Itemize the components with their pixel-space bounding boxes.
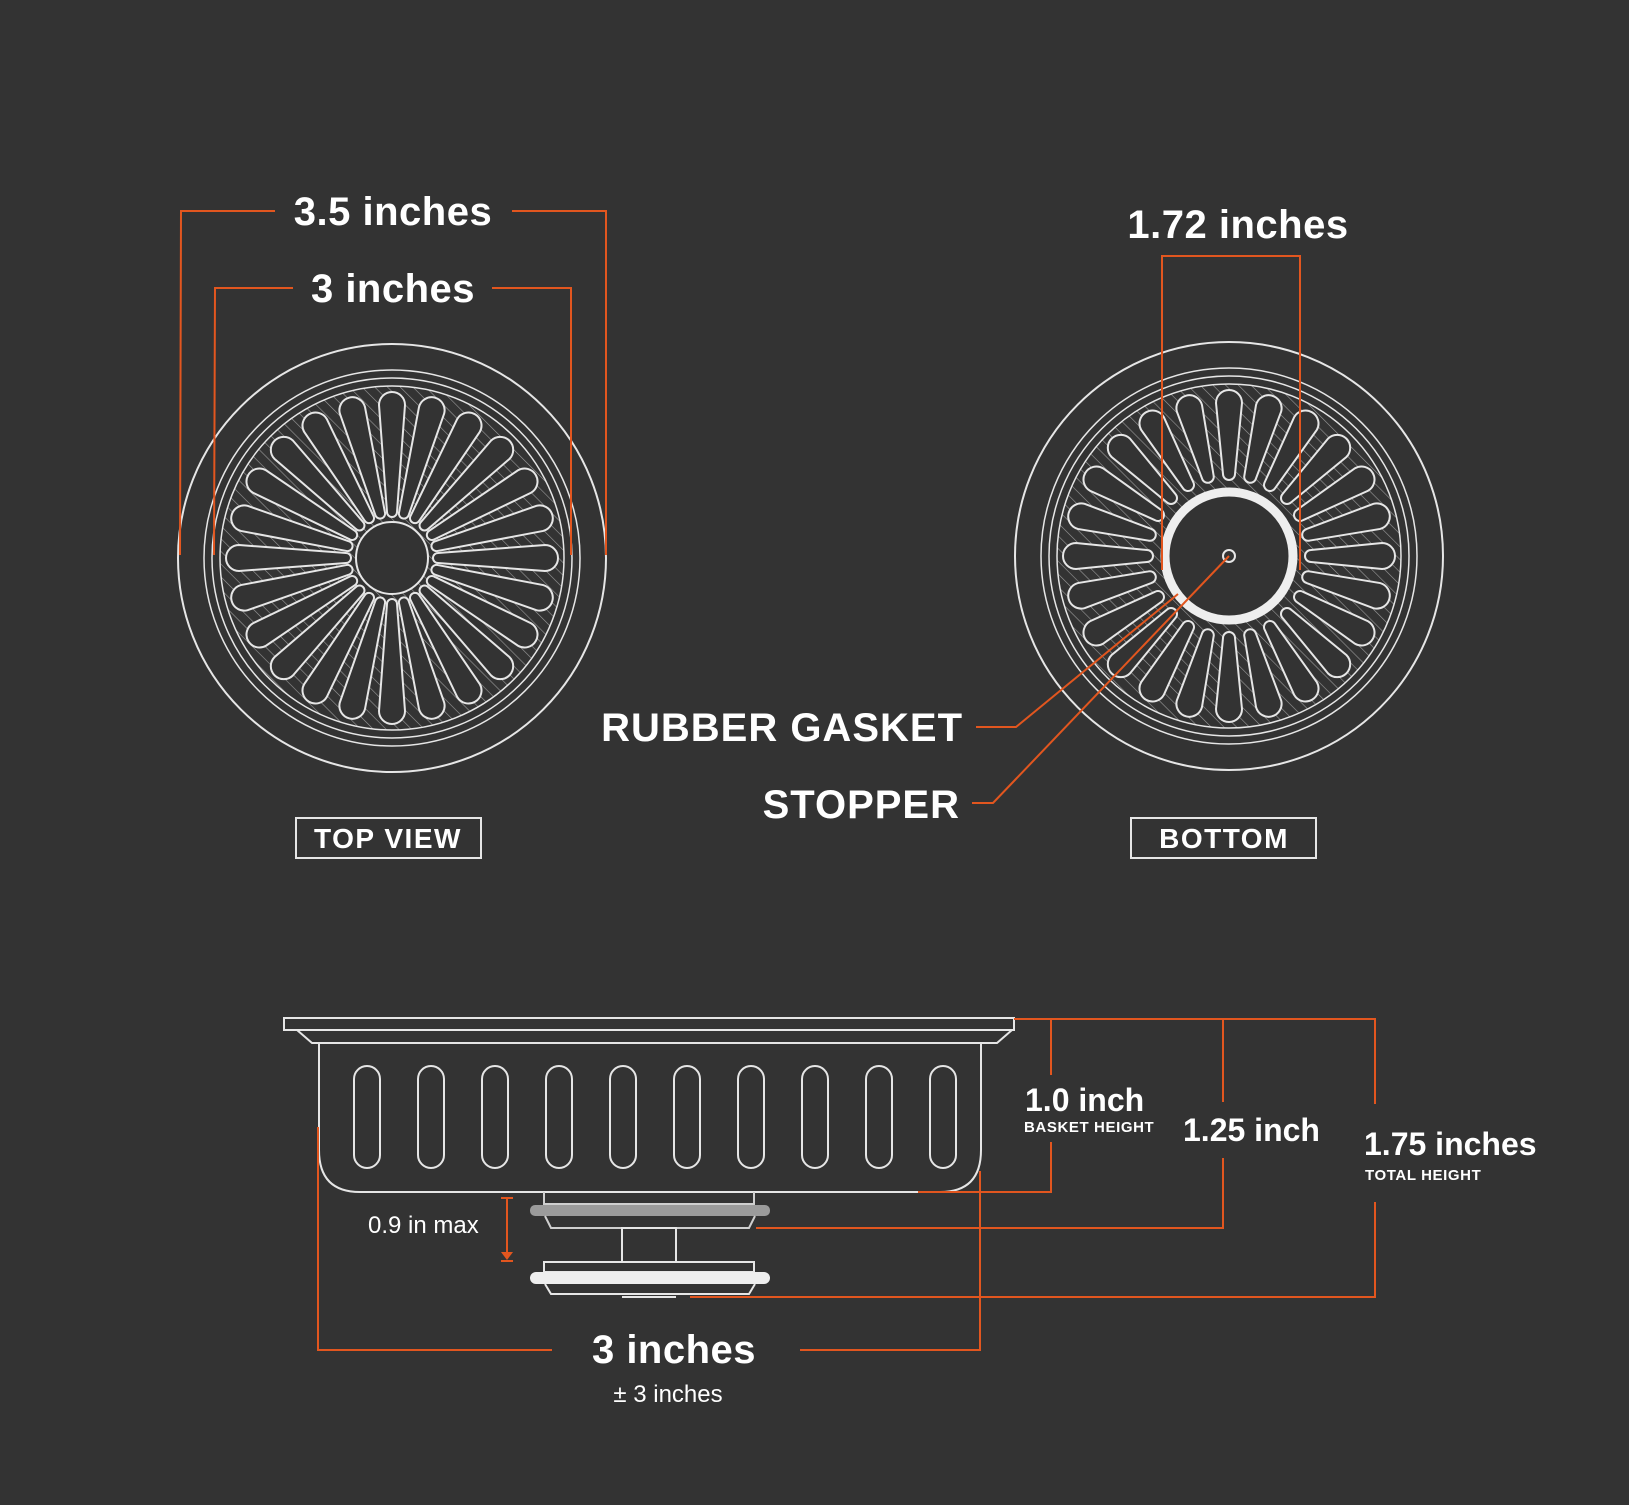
drain-slot <box>1243 394 1283 484</box>
drain-slot <box>1175 628 1215 718</box>
drain-slot <box>409 591 483 705</box>
drain-slot <box>1243 628 1283 718</box>
drain-slot <box>409 411 483 525</box>
drain-slot <box>1263 620 1320 703</box>
bottom-caption: BOTTOM <box>1159 823 1289 854</box>
stopper-diameter-label: 1.72 inches <box>1127 203 1348 247</box>
basket-side-slot <box>801 1065 829 1169</box>
side-view-drain-drawing <box>283 1017 1015 1298</box>
drain-slot <box>377 391 407 518</box>
basket-height-value: 1.0 inch <box>1025 1082 1144 1118</box>
basket-height-caption: BASKET HEIGHT <box>1024 1119 1154 1136</box>
drain-slot <box>230 563 354 612</box>
drain-slot <box>418 435 515 532</box>
drain-slot <box>1067 570 1157 610</box>
drain-slot <box>269 435 366 532</box>
top-view-caption-box: TOP VIEW <box>295 817 482 859</box>
total-height-value: 1.75 inches <box>1364 1126 1537 1162</box>
drain-slot <box>397 596 446 720</box>
outer-diameter-dimension: 3.5 inches <box>179 190 607 556</box>
inner-diameter-dimension: 3 inches <box>213 267 572 556</box>
drain-slot <box>432 543 559 573</box>
drain-slot <box>1214 389 1244 481</box>
drain-slot <box>430 563 554 612</box>
stopper-travel-dimension: 0.9 in max <box>368 1197 513 1262</box>
drain-slot <box>269 584 366 681</box>
drain-slot <box>1062 541 1154 571</box>
side-width-label: 3 inches <box>592 1328 756 1372</box>
mid-height-dimension: 1.25 inch <box>756 1018 1320 1229</box>
inner-diameter-label: 3 inches <box>311 267 475 311</box>
drain-slot <box>245 575 359 649</box>
drain-slot <box>338 396 387 520</box>
total-height-caption: TOTAL HEIGHT <box>1365 1167 1481 1184</box>
drain-slot <box>301 411 375 525</box>
basket-side-slot <box>481 1065 509 1169</box>
drain-slot <box>1106 433 1178 505</box>
basket-side-slot <box>353 1065 381 1169</box>
drain-slot <box>397 396 446 520</box>
stopper-callout: STOPPER <box>763 555 1230 827</box>
drain-slot <box>1301 570 1391 610</box>
stopper-label: STOPPER <box>763 783 960 827</box>
drain-slot <box>338 596 387 720</box>
drain-slot <box>225 543 352 573</box>
drain-slot <box>1067 502 1157 542</box>
bottom-caption-box: BOTTOM <box>1130 817 1317 859</box>
drain-slot <box>1301 502 1391 542</box>
mid-height-value: 1.25 inch <box>1183 1112 1320 1148</box>
total-height-dimension: 1.75 inches TOTAL HEIGHT <box>690 1018 1537 1298</box>
drain-slot <box>1214 631 1244 723</box>
drain-slot <box>230 504 354 553</box>
drain-slot <box>418 584 515 681</box>
top-view-drain-drawing <box>177 343 607 773</box>
basket-side-slot <box>417 1065 445 1169</box>
basket-side-slot <box>929 1065 957 1169</box>
stopper-travel-label: 0.9 in max <box>368 1212 479 1239</box>
side-width-dimension: 3 inches ± 3 inches <box>317 1127 981 1408</box>
basket-side-slot <box>737 1065 765 1169</box>
side-width-tolerance: ± 3 inches <box>613 1381 722 1408</box>
basket-side-slot <box>609 1065 637 1169</box>
drain-slot <box>377 598 407 725</box>
drain-slot <box>1175 394 1215 484</box>
drain-slot <box>1304 541 1396 571</box>
top-view: 3.5 inches 3 inches TOP VIEW <box>177 190 607 859</box>
outer-diameter-label: 3.5 inches <box>294 190 492 234</box>
basket-side-slot <box>673 1065 701 1169</box>
basket-side-slot <box>545 1065 573 1169</box>
rubber-gasket-label: RUBBER GASKET <box>601 706 963 750</box>
drain-slot <box>1293 590 1376 647</box>
drain-slot <box>1280 607 1352 679</box>
side-view: 1.0 inch BASKET HEIGHT 1.25 inch 1.75 in… <box>283 1017 1537 1408</box>
drain-slot <box>430 504 554 553</box>
drain-slot <box>1082 590 1165 647</box>
drain-slot <box>425 575 539 649</box>
stopper-diameter-dimension: 1.72 inches <box>1127 203 1348 570</box>
drain-slot <box>301 591 375 705</box>
top-view-caption: TOP VIEW <box>314 823 462 854</box>
bottom-view: 1.72 inches RUBBER GASKET STOPPER BOTTOM <box>601 203 1444 859</box>
basket-side-slot <box>865 1065 893 1169</box>
drain-slot <box>425 467 539 541</box>
drain-slot <box>1280 433 1352 505</box>
basket-height-dimension: 1.0 inch BASKET HEIGHT <box>918 1018 1154 1193</box>
drain-slot <box>1138 620 1195 703</box>
drain-slot <box>1293 465 1376 522</box>
drain-slot <box>245 467 359 541</box>
gasket-callout: RUBBER GASKET <box>601 593 1179 750</box>
